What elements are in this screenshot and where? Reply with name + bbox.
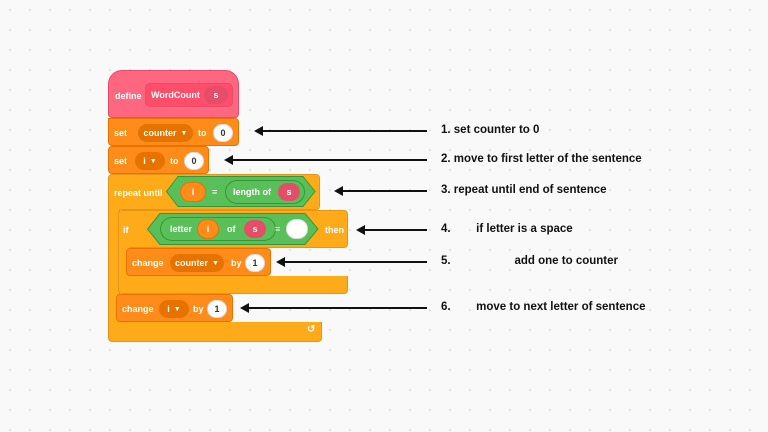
set-keyword: set <box>114 128 128 138</box>
chevron-down-icon: ▼ <box>180 129 188 137</box>
custom-block-name: WordCount <box>151 90 200 100</box>
set-i-block[interactable]: set i ▼ to 0 <box>108 146 209 174</box>
to-keyword: to <box>170 156 179 166</box>
annotation-4: 4. if letter is a space <box>441 223 573 235</box>
equals-sign: = <box>275 224 281 234</box>
change-keyword: change <box>122 304 154 314</box>
change-counter-block[interactable]: change counter ▼ by 1 <box>126 248 271 276</box>
space-input[interactable] <box>286 219 308 239</box>
annotation-3: 3. repeat until end of sentence <box>441 184 607 196</box>
value-input[interactable]: 0 <box>213 124 233 142</box>
equals-sign: = <box>212 187 218 197</box>
set-keyword: set <box>114 156 128 166</box>
define-block[interactable]: define WordCount s <box>108 70 239 118</box>
variable-name: i <box>167 304 170 314</box>
then-keyword: then <box>325 225 344 235</box>
by-keyword: by <box>231 258 242 268</box>
loop-arrow-icon: ↺ <box>307 324 316 335</box>
annotation-5: 5. add one to counter <box>441 255 618 267</box>
value-input[interactable]: 1 <box>207 300 227 318</box>
chevron-down-icon: ▼ <box>212 259 219 267</box>
param-s[interactable]: s <box>204 86 228 104</box>
variable-dropdown-counter[interactable]: counter ▼ <box>170 254 224 272</box>
value-input[interactable]: 1 <box>245 254 265 272</box>
annotation-1: 1. set counter to 0 <box>441 124 540 136</box>
variable-i[interactable]: i <box>180 182 206 202</box>
variable-name: counter <box>143 128 177 138</box>
variable-i[interactable]: i <box>197 219 219 239</box>
change-keyword: change <box>132 258 164 268</box>
change-i-block[interactable]: change i ▼ by 1 <box>116 294 233 322</box>
variable-dropdown-counter[interactable]: counter ▼ <box>138 124 193 142</box>
value-input[interactable]: 0 <box>184 152 204 170</box>
variable-name: i <box>143 156 146 166</box>
if-block-bottom <box>118 276 348 294</box>
chevron-down-icon: ▼ <box>149 157 157 165</box>
of-keyword: of <box>227 224 236 234</box>
annotation-6: 6. move to next letter of sentence <box>441 301 646 313</box>
variable-dropdown-i[interactable]: i ▼ <box>159 300 189 318</box>
chevron-down-icon: ▼ <box>173 305 181 313</box>
repeat-until-keyword: repeat until <box>114 188 163 198</box>
param-s[interactable]: s <box>244 220 266 238</box>
annotation-2: 2. move to first letter of the sentence <box>441 153 642 165</box>
repeat-until-bottom: ↺ <box>108 322 322 342</box>
set-counter-block[interactable]: set counter ▼ to 0 <box>108 118 239 146</box>
variable-name: counter <box>175 258 209 268</box>
by-keyword: by <box>193 304 204 314</box>
length-of-label: length of <box>233 187 271 197</box>
to-keyword: to <box>198 128 207 138</box>
define-keyword: define <box>115 91 142 101</box>
if-keyword: if <box>123 225 129 235</box>
param-s[interactable]: s <box>278 183 300 201</box>
letter-label: letter <box>170 224 193 234</box>
variable-dropdown-i[interactable]: i ▼ <box>135 152 165 170</box>
